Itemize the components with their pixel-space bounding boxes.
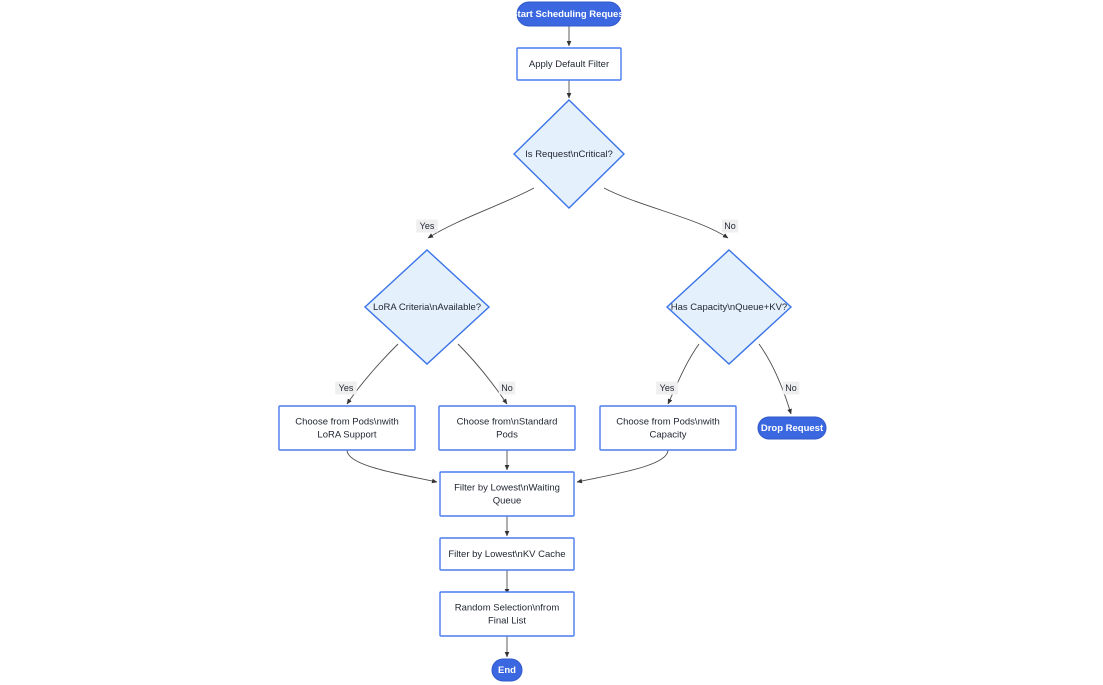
- edge-lora_criteria-to-pods_lora: [346, 343, 399, 405]
- edge-label-text: Yes: [420, 221, 435, 231]
- node-filter_kv[interactable]: Filter by Lowest\nKV Cache: [439, 537, 575, 571]
- edge-label-has_capacity-no: No: [782, 381, 800, 395]
- node-lora_criteria[interactable]: LoRA Criteria\nAvailable?: [363, 249, 491, 365]
- edge-label-background: [335, 381, 357, 395]
- edge-label-background: [721, 219, 739, 233]
- edge-label-is_critical-no: No: [721, 219, 739, 233]
- edge-pods_lora-to-filter_queue: [346, 449, 438, 484]
- process-shape: [439, 471, 575, 517]
- node-label: Has Capacity\nQueue+KV?: [671, 302, 787, 313]
- decision-shape: [513, 99, 625, 209]
- edge-label-background: [656, 381, 678, 395]
- node-label: Apply Default Filter: [529, 59, 609, 70]
- edge-label-text: No: [501, 383, 513, 393]
- edge-label-lora_criteria-yes: Yes: [335, 381, 357, 395]
- node-label: Drop Request: [761, 423, 824, 434]
- terminal-shape: [757, 416, 827, 440]
- decision-shape: [665, 249, 793, 365]
- edge-label-is_critical-yes: Yes: [416, 219, 438, 233]
- process-shape: [516, 47, 622, 81]
- node-has_capacity[interactable]: Has Capacity\nQueue+KV?: [665, 249, 793, 365]
- node-label: Start Scheduling Request: [511, 9, 627, 20]
- process-shape: [439, 591, 575, 637]
- edge-label-text: Yes: [660, 383, 675, 393]
- edge-label-background: [782, 381, 800, 395]
- edges-layer: [346, 26, 792, 658]
- edge-lora_criteria-to-pods_standard: [457, 343, 508, 405]
- terminal-shape: [516, 1, 622, 27]
- node-apply_filter[interactable]: Apply Default Filter: [516, 47, 622, 81]
- edge-label-has_capacity-yes: Yes: [656, 381, 678, 395]
- edge-is_critical-to-has_capacity: [603, 187, 729, 239]
- node-start[interactable]: Start Scheduling Request: [511, 1, 628, 27]
- edge-label-text: Yes: [339, 383, 354, 393]
- edge-label-lora_criteria-no: No: [498, 381, 516, 395]
- decision-shape: [363, 249, 491, 365]
- terminal-shape: [491, 658, 523, 682]
- process-shape: [438, 405, 576, 451]
- node-label: Is Request\nCritical?: [525, 149, 613, 160]
- node-is_critical[interactable]: Is Request\nCritical?: [513, 99, 625, 209]
- process-shape: [439, 537, 575, 571]
- edge-label-text: No: [724, 221, 736, 231]
- node-end[interactable]: End: [491, 658, 523, 682]
- edge-pods_capacity-to-filter_queue: [576, 449, 669, 484]
- node-label: LoRA Criteria\nAvailable?: [373, 302, 481, 313]
- edge-has_capacity-to-pods_capacity: [667, 343, 700, 405]
- edge-label-background: [498, 381, 516, 395]
- edge-label-text: No: [785, 383, 797, 393]
- node-drop_request[interactable]: Drop Request: [757, 416, 827, 440]
- process-shape: [599, 405, 737, 451]
- node-label: Filter by Lowest\nKV Cache: [448, 549, 565, 560]
- edge-label-background: [416, 219, 438, 233]
- edge-is_critical-to-lora_criteria: [427, 187, 535, 239]
- node-label: End: [498, 665, 516, 676]
- process-shape: [278, 405, 416, 451]
- edge-has_capacity-to-drop_request: [758, 343, 792, 415]
